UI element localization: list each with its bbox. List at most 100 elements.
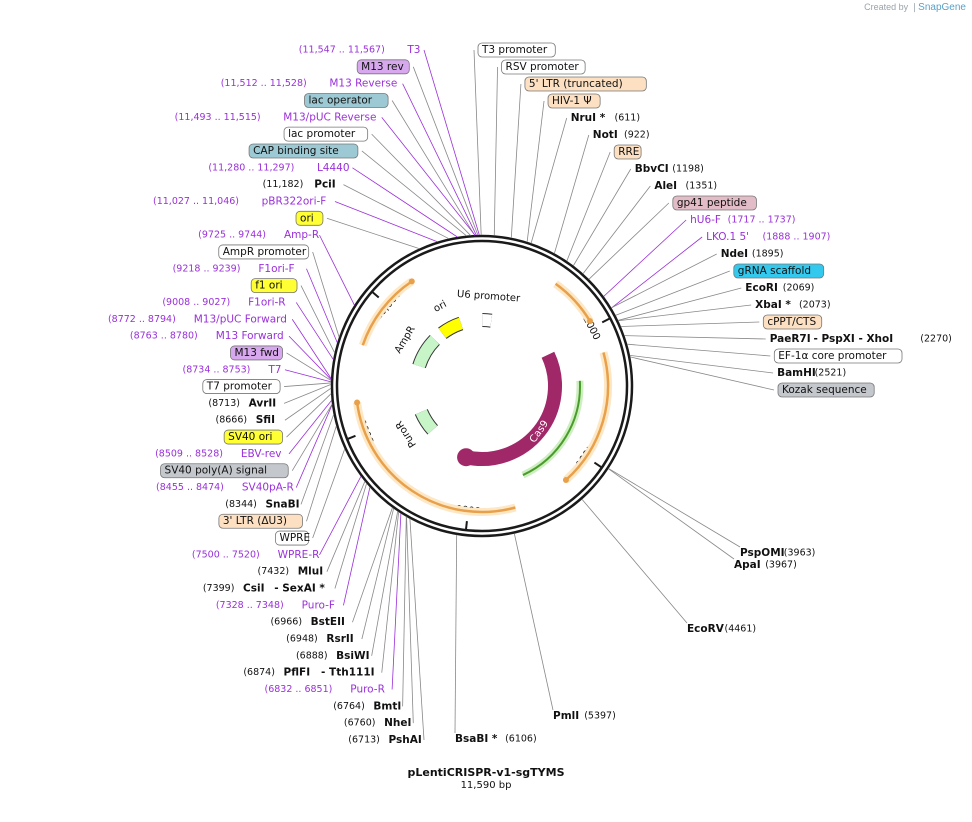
label-rre: RRE — [613, 144, 642, 160]
label-connector — [473, 49, 482, 236]
label-m13-reverse: (11,512 .. 11,528)M13 Reverse — [221, 78, 398, 90]
cas9-feature — [464, 351, 562, 466]
label-sv40-poly-a-signal: SV40 poly(A) signal — [160, 463, 289, 479]
label-text: ApaI — [734, 559, 761, 571]
feature-box — [248, 143, 359, 159]
label-t7-promoter: T7 promoter — [202, 379, 281, 394]
label-text: (1717 .. 1737) — [728, 215, 796, 226]
label-lac-operator: lac operator — [304, 93, 389, 108]
label-text: (9218 .. 9239) — [173, 263, 241, 274]
feature-name: AmpR promoter — [223, 246, 307, 258]
feature-u6-promoter — [482, 314, 493, 327]
label-text: (1888 .. 1907) — [763, 232, 831, 243]
label-text: - Tth111I — [321, 667, 375, 679]
label-connector — [627, 343, 771, 357]
label-text: (1895) — [752, 249, 784, 260]
label-text: (8734 .. 8753) — [183, 364, 251, 375]
label-hu6-f: hU6-F(1717 .. 1737) — [690, 214, 795, 226]
label-text: BbvCI — [635, 163, 669, 175]
label-connector — [352, 167, 458, 238]
label-text: (2521) — [815, 368, 847, 379]
feature-box — [202, 379, 281, 394]
label-pspomi: PspOMI(3963) — [740, 547, 815, 559]
plasmid-name: pLentiCRISPR-v1-sgTYMS — [407, 766, 565, 779]
label-text: (11,280 .. 11,297) — [208, 162, 294, 173]
label-text: T3 — [406, 44, 420, 56]
label-text: (8713) — [208, 398, 240, 409]
label-bsteii: (6966)BstEII — [270, 616, 344, 628]
feature-name: f1 ori — [255, 280, 282, 292]
label-kozak-sequence: Kozak sequence — [777, 382, 875, 398]
label-text: WPRE-R — [278, 549, 320, 561]
label-connector — [371, 511, 399, 656]
feature-name: lac promoter — [288, 128, 356, 140]
label-connector — [295, 302, 334, 360]
label-connector — [402, 83, 477, 236]
label-text: XbaI * — [755, 299, 791, 311]
label-text: Puro-F — [302, 599, 335, 611]
label-connector — [284, 387, 332, 421]
label-connector — [624, 335, 766, 340]
label-connector — [618, 304, 752, 322]
label-connector — [361, 508, 395, 640]
feature-box — [777, 382, 875, 398]
feature-box — [733, 263, 825, 279]
label-connector — [530, 117, 568, 244]
label-bamhi: BamHI(2521) — [777, 367, 846, 379]
feature-box — [762, 314, 823, 330]
label-text: EcoRV — [687, 623, 725, 635]
feature-box — [613, 144, 642, 160]
label-bsabi: BsaBI *(6106) — [455, 733, 537, 745]
label-connector — [581, 498, 688, 624]
label-sfii: (8666)SfiI — [216, 414, 275, 426]
label-connector — [326, 481, 366, 572]
label-puro-r: (6832 .. 6851) Puro-R — [265, 684, 385, 696]
feature-label-ori: ori — [432, 299, 449, 315]
label-connector — [326, 217, 420, 250]
label-text: MluI — [298, 566, 323, 578]
label-snabi: (8344)SnaBI — [225, 498, 299, 510]
feature-box — [160, 463, 289, 479]
feature-arc-halo — [553, 280, 594, 324]
label-connector — [611, 253, 717, 309]
feature-name: gRNA scaffold — [738, 265, 811, 277]
label-text: (9725 .. 9744) — [198, 230, 266, 241]
label-ebv-rev: (8509 .. 8528)EBV-rev — [155, 448, 281, 460]
label-ndei: NdeI (1895) — [721, 248, 784, 260]
label-t3-promoter: T3 promoter — [477, 42, 556, 58]
label-text: (6832 .. 6851) — [265, 684, 333, 695]
label-text: NdeI — [721, 248, 748, 260]
label-connector — [423, 49, 480, 236]
label-connector — [381, 511, 400, 673]
feature-name: SV40 ori — [228, 431, 272, 443]
label-text: PmlI — [553, 710, 579, 722]
feature-arc-head — [408, 278, 415, 285]
label-connector — [615, 270, 730, 316]
label-pcii: (11,182)PciI — [263, 179, 336, 191]
label-sv40pa-r: (8455 .. 8474)SV40pA-R — [156, 482, 294, 494]
label-connector — [391, 100, 475, 236]
feature-box — [223, 429, 283, 445]
label-text: BmtI — [373, 700, 401, 712]
label-text: BsaBI * — [455, 733, 498, 745]
feature-name: gp41 peptide — [677, 197, 747, 209]
label-text: Puro-R — [350, 684, 385, 696]
label-ef-1-core-promoter: EF-1α core promoter — [773, 348, 903, 364]
label-text: (6764) — [333, 701, 365, 712]
feature-label-puror: PuroR — [394, 419, 419, 450]
feature-box — [295, 210, 324, 226]
label-text: LKO.1 5' — [706, 231, 749, 243]
label-connector — [582, 185, 651, 274]
label-connector — [361, 150, 467, 237]
label-text: (3967) — [765, 560, 797, 571]
tick-mark — [464, 521, 468, 531]
label-ori: ori — [295, 210, 324, 226]
label-text: AleI — [654, 180, 677, 192]
label-connector — [284, 369, 332, 383]
feature-name: Kozak sequence — [782, 384, 867, 396]
label-connector — [620, 321, 760, 327]
label-text: (922) — [624, 130, 650, 141]
label-text: L4440 — [317, 162, 350, 174]
label-connector — [295, 404, 333, 488]
label-text: (11,182) — [263, 179, 304, 190]
